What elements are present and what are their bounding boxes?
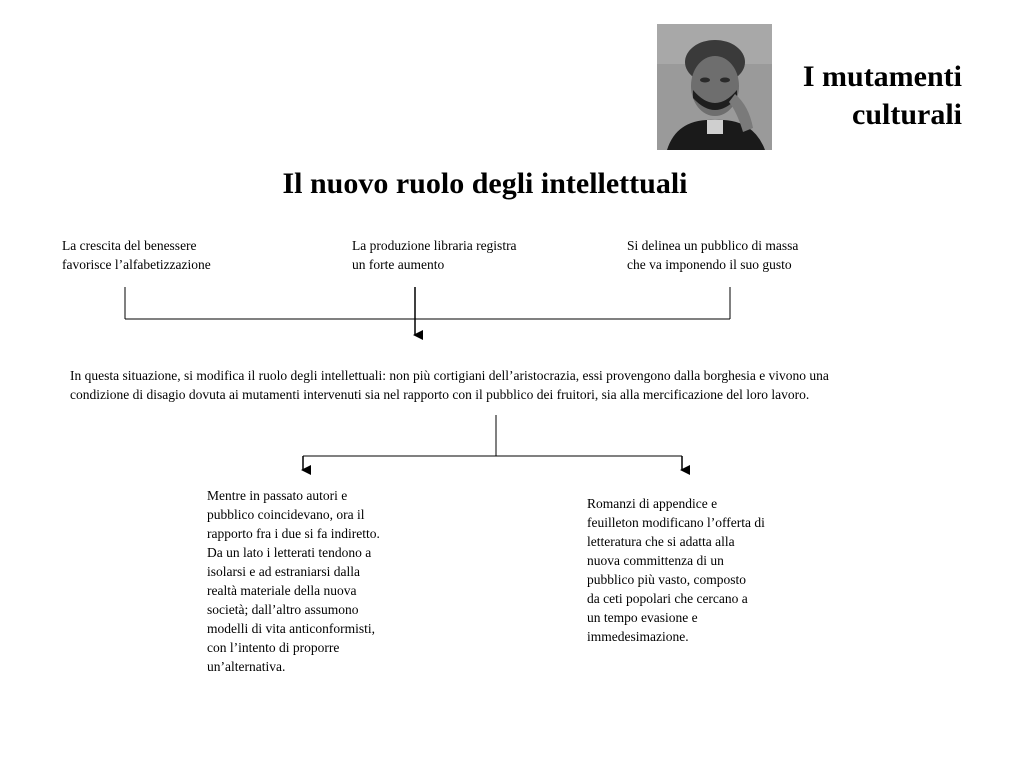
node-line: con l’intento di proporre <box>207 638 417 657</box>
node-line: un forte aumento <box>352 255 572 274</box>
node-line: La crescita del benessere <box>62 236 262 255</box>
node-line: rapporto fra i due si fa indiretto. <box>207 524 417 543</box>
node-line: modelli di vita anticonformisti, <box>207 619 417 638</box>
node-line: In questa situazione, si modifica il ruo… <box>70 366 950 385</box>
node-line: condizione di disagio dovuta ai mutament… <box>70 385 950 404</box>
node-line: nuova committenza di un <box>587 551 797 570</box>
node-line: pubblico più vasto, composto <box>587 570 797 589</box>
node-line: che va imponendo il suo gusto <box>627 255 847 274</box>
node-line: feuilleton modificano l’offerta di <box>587 513 797 532</box>
node-line: da ceti popolari che cercano a <box>587 589 797 608</box>
node-intellectual-role: In questa situazione, si modifica il ruo… <box>70 366 950 404</box>
node-line: Romanzi di appendice e <box>587 494 797 513</box>
node-line: società; dall’altro assumono <box>207 600 417 619</box>
node-line: letteratura che si adatta alla <box>587 532 797 551</box>
node-line: pubblico coincidevano, ora il <box>207 505 417 524</box>
node-literacy: La crescita del benessere favorisce l’al… <box>62 236 262 274</box>
node-line: un tempo evasione e <box>587 608 797 627</box>
node-line: immedesimazione. <box>587 627 797 646</box>
node-feuilleton: Romanzi di appendice e feuilleton modifi… <box>587 494 797 646</box>
node-line: Si delinea un pubblico di massa <box>627 236 847 255</box>
node-line: un’alternativa. <box>207 657 417 676</box>
node-line: Mentre in passato autori e <box>207 486 417 505</box>
node-authors-public: Mentre in passato autori e pubblico coin… <box>207 486 417 676</box>
node-line: La produzione libraria registra <box>352 236 572 255</box>
node-line: realtà materiale della nuova <box>207 581 417 600</box>
node-line: favorisce l’alfabetizzazione <box>62 255 262 274</box>
node-line: isolarsi e ad estraniarsi dalla <box>207 562 417 581</box>
node-line: Da un lato i letterati tendono a <box>207 543 417 562</box>
node-mass-public: Si delinea un pubblico di massa che va i… <box>627 236 847 274</box>
node-book-production: La produzione libraria registra un forte… <box>352 236 572 274</box>
